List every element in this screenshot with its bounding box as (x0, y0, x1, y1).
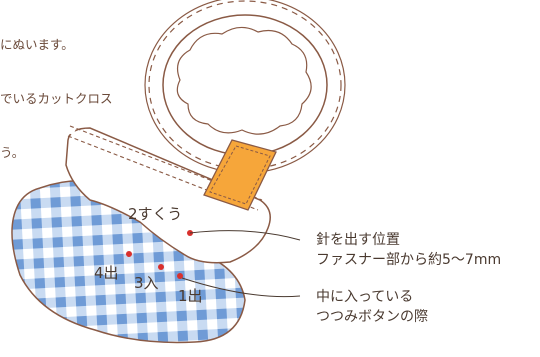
stitch-label-2: 2すくう (128, 205, 183, 223)
leader-line-needle (189, 230, 301, 241)
stitch-dot-4 (126, 251, 132, 257)
stitch-label-1: 1出 (178, 287, 203, 305)
callout-needle-line-2: ファスナー部から約5〜7mm (316, 252, 502, 268)
stitch-label-3: 3入 (134, 274, 159, 292)
stitch-dot-1 (177, 273, 183, 279)
zipper-tab (203, 139, 277, 211)
instruction-line-1: にぬいます。 (0, 37, 74, 52)
instruction-text: にぬいます。 でいるカットクロス う。 (0, 0, 113, 180)
callout-needle-position: 針を出す位置 ファスナー部から約5〜7mm (316, 230, 501, 270)
callout-button-line-1: 中に入っている (316, 289, 414, 305)
gathered-fabric (65, 127, 271, 264)
callout-button-edge: 中に入っている つつみボタンの際 (316, 287, 428, 327)
instruction-line-3: う。 (0, 145, 25, 160)
stitch-dot-3 (158, 264, 164, 270)
callout-needle-line-1: 針を出す位置 (316, 232, 400, 248)
callout-button-line-2: つつみボタンの際 (316, 309, 428, 325)
leader-line-button (181, 277, 301, 298)
stitch-label-4: 4出 (94, 264, 119, 282)
instruction-line-2: でいるカットクロス (0, 91, 113, 106)
